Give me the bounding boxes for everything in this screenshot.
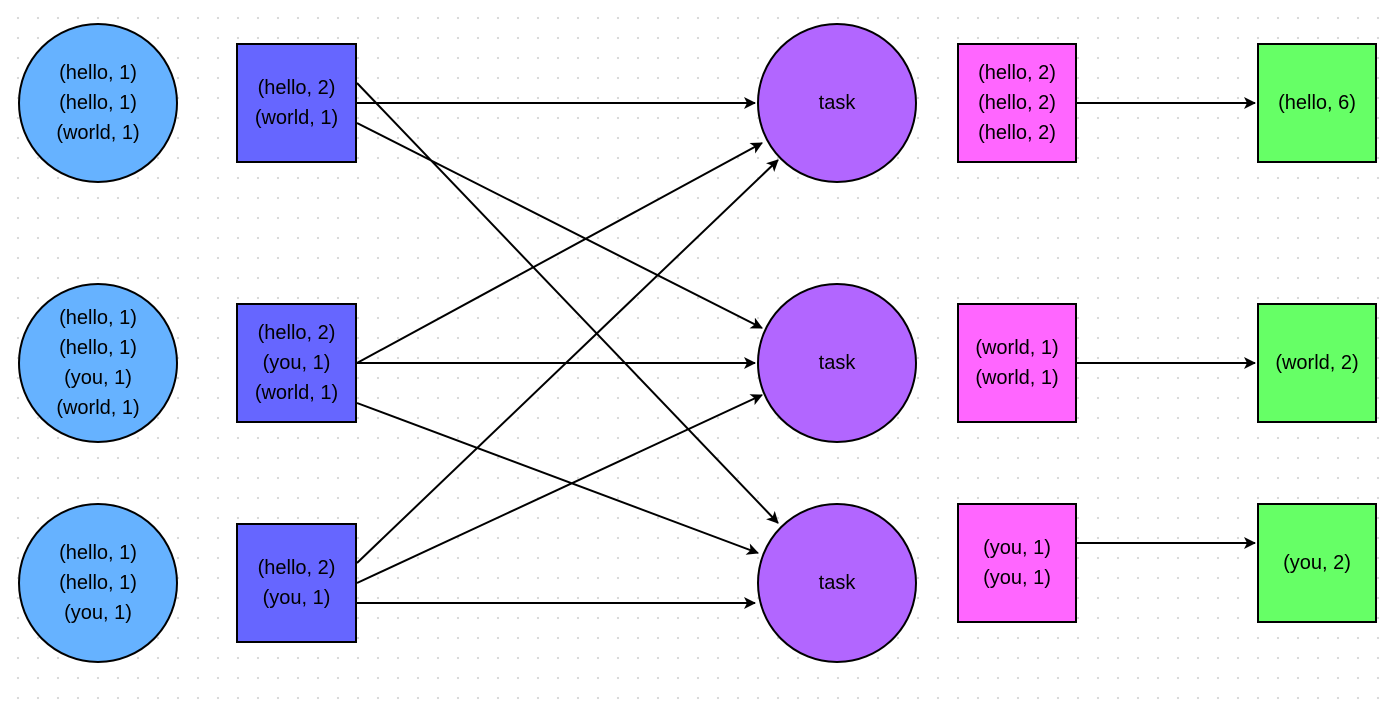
combiner-node-text: (you, 1) (262, 587, 331, 609)
task-node-1: task (757, 23, 917, 183)
combiner-node-2: (hello, 2) (you, 1) (world, 1) (236, 303, 357, 423)
task-node-label: task (818, 572, 856, 594)
grouped-node-text: (you, 1) (983, 567, 1051, 589)
input-node-text: (world, 1) (56, 122, 140, 144)
edge-combiner3-task1 (356, 159, 779, 564)
edge-combiner1-task2 (356, 122, 763, 329)
input-node-text: (hello, 1) (59, 62, 137, 84)
input-node-1: (hello, 1) (hello, 1) (world, 1) (18, 23, 178, 183)
grouped-node-3: (you, 1) (you, 1) (957, 503, 1077, 623)
edge-combiner2-task3 (356, 402, 759, 555)
input-node-text: (hello, 1) (59, 542, 137, 564)
grouped-node-text: (hello, 2) (978, 62, 1056, 84)
result-node-2: (world, 2) (1257, 303, 1377, 423)
combiner-node-text: (world, 1) (254, 382, 339, 404)
task-node-label: task (818, 352, 856, 374)
grouped-node-text: (world, 1) (975, 337, 1059, 359)
task-node-3: task (757, 503, 917, 663)
result-node-text: (hello, 6) (1278, 92, 1356, 114)
result-node-3: (you, 2) (1257, 503, 1377, 623)
result-node-1: (hello, 6) (1257, 43, 1377, 163)
input-node-text: (hello, 1) (59, 337, 137, 359)
input-node-3: (hello, 1) (hello, 1) (you, 1) (18, 503, 178, 663)
input-node-text: (world, 1) (56, 397, 140, 419)
result-node-text: (world, 2) (1275, 352, 1359, 374)
grouped-node-text: (world, 1) (975, 367, 1059, 389)
input-node-text: (you, 1) (64, 367, 132, 389)
input-node-text: (you, 1) (64, 602, 132, 624)
input-node-2: (hello, 1) (hello, 1) (you, 1) (world, 1… (18, 283, 178, 443)
input-node-text: (hello, 1) (59, 92, 137, 114)
grouped-node-text: (hello, 2) (978, 122, 1056, 144)
combiner-node-text: (hello, 2) (257, 77, 336, 99)
task-node-2: task (757, 283, 917, 443)
combiner-node-text: (world, 1) (254, 107, 339, 129)
combiner-node-text: (hello, 2) (257, 557, 336, 579)
combiner-node-text: (hello, 2) (257, 322, 336, 344)
grouped-node-text: (you, 1) (983, 537, 1051, 559)
task-node-label: task (818, 92, 856, 114)
grouped-node-text: (hello, 2) (978, 92, 1056, 114)
result-node-text: (you, 2) (1283, 552, 1351, 574)
edge-combiner1-task3 (356, 82, 779, 524)
combiner-node-text: (you, 1) (262, 352, 331, 374)
input-node-text: (hello, 1) (59, 572, 137, 594)
input-node-text: (hello, 1) (59, 307, 137, 329)
edge-combiner2-task1 (356, 142, 763, 364)
edge-combiner3-task2 (356, 394, 763, 584)
combiner-node-3: (hello, 2) (you, 1) (236, 523, 357, 643)
grouped-node-2: (world, 1) (world, 1) (957, 303, 1077, 423)
combiner-node-1: (hello, 2) (world, 1) (236, 43, 357, 163)
grouped-node-1: (hello, 2) (hello, 2) (hello, 2) (957, 43, 1077, 163)
